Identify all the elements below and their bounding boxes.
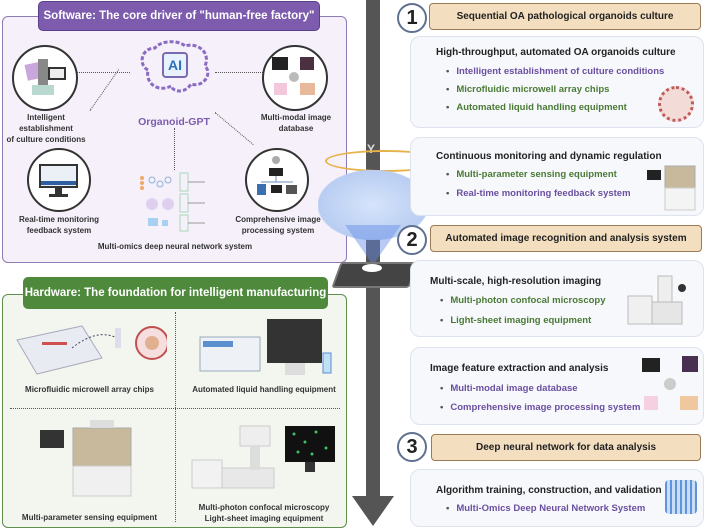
confocal-microscope-icon bbox=[190, 420, 340, 492]
card-algorithm bbox=[410, 469, 704, 527]
bullet-item: Microfluidic microwell array chips bbox=[446, 82, 609, 97]
neural-network-icon bbox=[665, 480, 697, 514]
step-3-title: Deep neural network for data analysis bbox=[431, 434, 701, 461]
microfluidic-chip-icon bbox=[12, 318, 169, 378]
monitor-icon bbox=[27, 148, 91, 212]
software-header: Software: The core driver of "human-free… bbox=[38, 1, 320, 31]
bullet-item: Multi-Omics Deep Neural Network System bbox=[446, 501, 645, 516]
image-database-icon bbox=[640, 354, 700, 414]
microscope-icon bbox=[626, 272, 698, 328]
step-3-number: 3 bbox=[397, 432, 427, 462]
bullet-item: Light-sheet imaging equipment bbox=[440, 313, 591, 328]
bullet-item: Comprehensive image processing system bbox=[440, 400, 640, 415]
card-title: Image feature extraction and analysis bbox=[430, 363, 609, 374]
bullet-item: Real-time monitoring feedback system bbox=[446, 186, 630, 201]
sensing-equipment-icon bbox=[35, 418, 135, 500]
card-title: Multi-scale, high-resolution imaging bbox=[430, 276, 602, 287]
step-1-title: Sequential OA pathological organoids cul… bbox=[429, 3, 701, 30]
chip-light bbox=[362, 264, 382, 272]
process-arrow-head bbox=[352, 496, 394, 526]
organoid-icon bbox=[658, 86, 694, 122]
bullet-item: Multi-parameter sensing equipment bbox=[446, 167, 616, 182]
liquid-handler-icon bbox=[195, 315, 335, 377]
step-2-number: 2 bbox=[397, 225, 427, 255]
card-title: Continuous monitoring and dynamic regula… bbox=[436, 151, 662, 162]
card-title: High-throughput, automated OA organoids … bbox=[436, 47, 676, 58]
bullet-item: Automated liquid handling equipment bbox=[446, 100, 626, 115]
neural-network-diagram bbox=[130, 170, 220, 232]
bullet-item: Multi-modal image database bbox=[440, 381, 577, 396]
connector bbox=[75, 72, 130, 73]
hologram-beam bbox=[345, 225, 401, 265]
step-2-title: Automated image recognition and analysis… bbox=[430, 225, 702, 252]
step-1-number: 1 bbox=[397, 3, 427, 33]
antibody-icon: Y bbox=[367, 142, 376, 156]
organoid-gpt-label: Organoid-GPT bbox=[138, 116, 210, 128]
ai-brain-icon bbox=[133, 40, 215, 98]
image-processing-icon bbox=[245, 148, 309, 212]
sensing-equipment-icon bbox=[647, 162, 697, 212]
ai-chip: AI bbox=[162, 52, 188, 78]
hardware-sensing-label: Multi-parameter sensing equipment bbox=[21, 513, 158, 522]
hardware-liquid-handling-label: Automated liquid handling equipment bbox=[192, 385, 336, 394]
connector bbox=[174, 128, 175, 170]
process-arrow-shaft bbox=[366, 0, 380, 500]
divider-horizontal bbox=[10, 408, 340, 409]
hardware-header: Hardware: The foundation for intelligent… bbox=[23, 277, 328, 309]
image-database-icon bbox=[262, 45, 328, 111]
network-label: Multi-omics deep neural network system bbox=[97, 242, 253, 251]
hardware-microfluidic-label: Microfluidic microwell array chips bbox=[25, 385, 154, 394]
connector bbox=[215, 72, 265, 73]
divider-vertical bbox=[175, 312, 176, 522]
computer-icon bbox=[12, 45, 78, 111]
bullet-item: Intelligent establishment of culture con… bbox=[446, 64, 664, 79]
bullet-item: Multi-photon confocal microscopy bbox=[440, 293, 605, 308]
card-title: Algorithm training, construction, and va… bbox=[436, 485, 662, 496]
